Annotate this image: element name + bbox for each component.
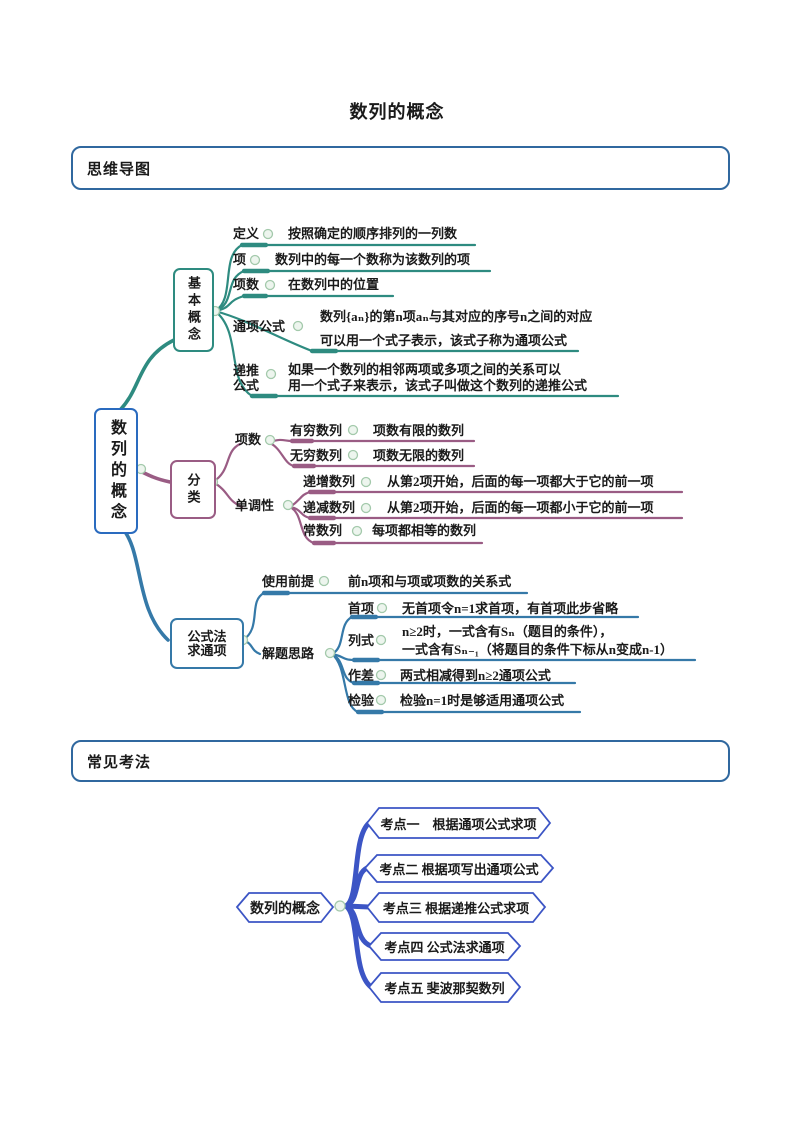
node-definition-desc: 按照确定的顺序排列的一列数 xyxy=(288,226,458,241)
map2-root-node: 数列的概念 xyxy=(250,901,320,917)
node-monotonicity-group-label: 单调性 xyxy=(235,498,275,513)
section-header-mindmap-label: 思维导图 xyxy=(87,161,152,178)
node-set-equations-desc2: 一式含有Sₙ₋₁（将题目的条件下标从n变成n-1） xyxy=(402,642,674,657)
node-increasing-sequence-label: 递增数列 xyxy=(303,474,356,489)
section-header-exam-methods-label: 常见考法 xyxy=(87,754,152,771)
node-term-count-group-label: 项数 xyxy=(235,432,262,447)
node-classification: 分类 xyxy=(170,460,216,519)
node-subtract-desc: 两式相减得到n≥2通项公式 xyxy=(400,668,551,683)
node-term-desc: 数列中的每一个数称为该数列的项 xyxy=(275,252,471,267)
node-formula-method: 公式法 求通项 xyxy=(170,618,244,669)
node-recursive-formula-desc1: 如果一个数列的相邻两项或多项之间的关系可以 xyxy=(288,362,562,377)
node-finite-sequence-label: 有穷数列 xyxy=(290,423,343,438)
node-classification-label: 分类 xyxy=(185,472,201,507)
node-constant-sequence-label: 常数列 xyxy=(303,523,343,538)
node-decreasing-sequence-desc: 从第2项开始，后面的每一项都小于它的前一项 xyxy=(387,500,654,515)
node-verify-desc: 检验n=1时是够适用通项公式 xyxy=(400,693,565,708)
node-term-number-label: 项数 xyxy=(233,277,260,292)
map2-item-exam-point-1: 考点一 根据通项公式求项 xyxy=(380,816,537,832)
node-decreasing-sequence-label: 递减数列 xyxy=(303,500,356,515)
node-general-formula-desc2: 可以用一个式子表示，该式子称为通项公式 xyxy=(320,333,568,348)
node-first-term-label: 首项 xyxy=(348,601,375,616)
node-term-number-desc: 在数列中的位置 xyxy=(288,277,380,292)
map2-item-exam-point-4: 考点四 公式法求通项 xyxy=(384,940,505,955)
node-recursive-formula-desc2: 用一个式子来表示，该式子叫做这个数列的递推公式 xyxy=(288,378,588,393)
node-premise-desc: 前n项和与项或项数的关系式 xyxy=(348,574,512,589)
node-basic-concepts: 基本概念 xyxy=(173,268,214,352)
node-premise-label: 使用前提 xyxy=(262,574,315,589)
node-term-label: 项 xyxy=(233,252,247,267)
node-verify-label: 检验 xyxy=(348,693,375,708)
node-infinite-sequence-label: 无穷数列 xyxy=(290,448,343,463)
node-general-formula-label: 通项公式 xyxy=(233,319,286,334)
node-subtract-label: 作差 xyxy=(348,668,375,683)
node-formula-method-label-line1: 公式法 xyxy=(187,628,227,644)
node-general-formula-desc1: 数列{aₙ}的第n项aₙ与其对应的序号n之间的对应 xyxy=(320,309,593,324)
node-recursive-formula-label: 递推公式 xyxy=(233,363,260,393)
node-basic-concepts-label: 基本概念 xyxy=(186,276,201,344)
node-finite-sequence-desc: 项数有限的数列 xyxy=(373,423,465,438)
map2-item-exam-point-3: 考点三 根据递推公式求项 xyxy=(382,901,530,916)
map2-item-exam-point-5: 考点五 斐波那契数列 xyxy=(384,981,505,996)
map2-item-exam-point-2: 考点二 根据项写出通项公式 xyxy=(379,862,539,877)
section-header-mindmap: 思维导图 xyxy=(71,146,730,190)
node-infinite-sequence-desc: 项数无限的数列 xyxy=(373,448,465,463)
node-increasing-sequence-desc: 从第2项开始，后面的每一项都大于它的前一项 xyxy=(387,474,654,489)
node-definition-label: 定义 xyxy=(233,226,260,241)
node-constant-sequence-desc: 每项都相等的数列 xyxy=(372,523,477,538)
map1-root-label: 数列的概念 xyxy=(108,418,125,524)
page-title: 数列的概念 xyxy=(349,102,445,122)
node-formula-method-label-line2: 求通项 xyxy=(187,642,227,658)
node-set-equations-desc1: n≥2时，一式含有Sₙ（题目的条件）， xyxy=(402,624,613,639)
node-first-term-desc: 无首项令n=1求首项，有首项此步省略 xyxy=(402,601,619,616)
section-header-exam-methods: 常见考法 xyxy=(71,740,730,782)
node-set-equations-label: 列式 xyxy=(348,633,375,648)
node-solution-steps-label: 解题思路 xyxy=(262,646,315,661)
map1-root-node: 数列的概念 xyxy=(94,408,138,534)
